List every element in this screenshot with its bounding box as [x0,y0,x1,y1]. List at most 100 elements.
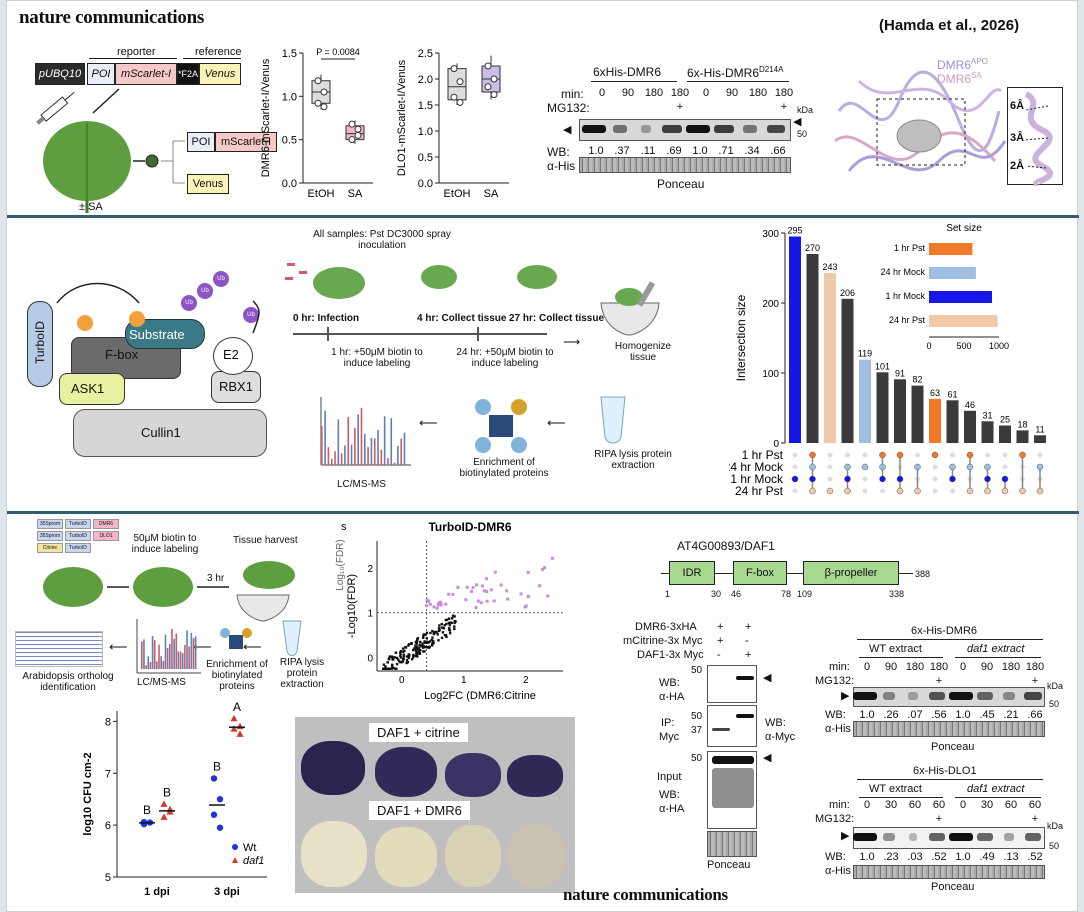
volcano-point-ns [424,645,427,649]
substrate-label: Substrate [129,327,185,342]
volcano-point-ns [453,615,456,618]
volcano-point-ns [402,657,405,661]
bar-label: 119 [858,349,872,359]
volcano-point-ns [419,640,422,644]
matrix-dot-empty [827,452,833,458]
reference-bracket [183,58,241,59]
samples-note: All samples: Pst DC3000 spray inoculatio… [313,229,451,251]
band-ratio: 1.0 [859,851,875,863]
lane-mg: + [935,675,943,687]
coip-marker-4: 50 [691,753,703,764]
spectrum-peak [141,641,143,669]
matrix-dot-empty [932,464,938,470]
volcano-point-sig [475,583,479,587]
volcano-point-ns [450,617,454,620]
volcano-point-ns [445,622,448,626]
spectrum-peak [162,660,165,669]
dmr6-blot-arrow: ▶ [841,690,850,702]
matrix-dot [809,487,816,495]
volcano-point-ns [402,653,405,656]
blot-band [949,692,973,700]
time-label: 3 hr [207,573,225,584]
volcano-point-ns [422,633,425,636]
volcano-point-sig [550,556,554,560]
band-ratio: 1.0 [588,145,604,157]
intersection-bar [806,254,819,443]
volcano-point-ns [383,667,386,670]
construct-chip: TurboID [65,519,91,529]
coip-ab2: α-Myc [765,731,796,743]
lane-min: 60 [932,799,946,811]
lane-min: 180 [1025,661,1045,673]
spectrum-peak [377,429,379,465]
stain-bottom-label: DAF1 + DMR6 [369,801,470,820]
blot-band [928,833,946,841]
volcano-point-ns [448,623,451,627]
volcano-point-sig [480,584,484,588]
coip-ponceau-label: Ponceau [707,859,751,871]
matrix-dot [879,451,886,459]
matrix-dot [984,487,991,495]
x-tick-label: EtOH [444,188,471,200]
volcano-point-sig [485,577,489,581]
y-tick-label: 8 [105,716,111,728]
bar-label: 61 [947,389,957,399]
set-size-tick: 1000 [989,341,1009,351]
volcano-point-sig [447,592,451,596]
volcano-point-ns [427,646,431,649]
matrix-dot [949,475,956,483]
spectrum-peak [370,437,373,465]
f2a-box: *F2A [177,63,199,85]
volcano-point-ns [400,656,403,659]
volcano-point-sig [543,566,547,570]
y-tick-label: 7 [105,768,111,780]
dlo1-blot-ponceau-label: Ponceau [931,881,975,893]
volcano-point-ns [429,631,432,635]
significance-letter: B [163,785,171,799]
bar-label: 25 [1000,415,1010,425]
bar-label: 46 [965,400,975,410]
volcano-point-ns [440,622,443,626]
helix-label-3: 3Å [1010,132,1025,144]
set-size-bar [929,267,976,279]
volcano-point-ns [412,655,415,659]
e2-label: E2 [223,347,239,362]
coip-row3-v2: + [745,649,752,661]
biotin-label: 50μM biotin to induce labeling [131,533,199,555]
coip-input: Input [657,771,682,783]
lane-min: 90 [980,661,994,673]
significance-letter: B [143,803,151,817]
ripa-label: RIPA lysis protein extraction [594,449,672,471]
blot-band [662,125,682,133]
domain-propeller: β-propeller [803,561,899,585]
volcano-point-ns [437,629,441,633]
volcano-point-ns [431,636,434,639]
pos-388: 388 [915,569,931,579]
lane-min: 0 [863,661,871,673]
blot-top-min-label: min: [561,87,584,101]
volcano-point-ns [405,659,409,662]
matrix-dot [896,487,904,495]
dlo1-blot-arrow: ▶ [841,830,850,842]
volcano-point-ns [395,656,399,660]
spectrum-peak [179,651,182,669]
volcano-point-ns [395,662,399,666]
matrix-dot [861,463,869,471]
matrix-dot [1001,487,1009,495]
spectrum-peak [173,638,175,669]
spectrum-peak [321,426,323,465]
matrix-dot [809,451,816,459]
band-ratio: .23 [883,851,899,863]
volcano-point-ns [416,655,419,658]
pos-30: 30 [711,589,722,599]
matrix-dot [879,475,886,483]
volcano-point-sig [476,599,480,603]
matrix-dot [1019,487,1026,495]
dmr6-blot-ponceau-label: Ponceau [931,741,975,753]
dlo1-blot-ponceau [853,865,1045,879]
ripa-label-2: RIPA lysis protein extraction [279,657,325,690]
lcms-label-2: LC/MS-MS [137,677,186,688]
helix-zoom: 6Å 3Å 2Å [1007,87,1063,187]
